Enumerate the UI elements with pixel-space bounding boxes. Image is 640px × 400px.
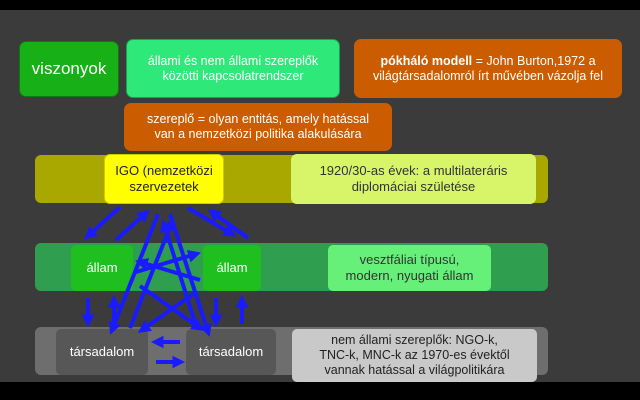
arrow-state-right-to-society-left [137, 290, 198, 333]
spiderweb-model-term: pókháló modell [380, 53, 473, 68]
arrow-state-left-to-igo [114, 209, 150, 242]
arrow-society-left-to-igo [128, 217, 176, 329]
arrow-state-left-to-society-right [138, 284, 205, 331]
nonstate-line-3: vannak hatással a világpolitikára [324, 363, 505, 377]
state-right-label: állam [216, 260, 248, 276]
relationship-line-2: közötti kapcsolatrendszer [162, 68, 304, 83]
nonstate-line-1: nem állami szereplők: NGO-k, [331, 333, 498, 347]
igo-line-2: szervezetek [129, 179, 199, 194]
society-right-label: társadalom [198, 344, 264, 360]
nonstate-actors-box: nem állami szereplők: NGO-k, TNC-k, MNC-… [292, 329, 537, 382]
igo-box: IGO (nemzetközi szervezetek [104, 154, 224, 204]
multilateral-diplomacy-box: 1920/30-as évek: a multilateráris diplom… [291, 154, 536, 204]
westphalian-line-2: modern, nyugati állam [345, 268, 474, 283]
actor-line-1: szereplő = olyan entitás, amely hatással [147, 112, 369, 126]
society-box-left: társadalom [56, 329, 148, 375]
multilateral-line-2: diplomáciai születése [351, 179, 476, 194]
spiderweb-model-box: pókháló modell = John Burton,1972 a vilá… [354, 39, 622, 98]
nonstate-line-2: TNC-k, MNC-k az 1970-es évektől [319, 348, 510, 362]
state-box-right: állam [203, 245, 261, 291]
viszonyok-box: viszonyok [19, 41, 119, 97]
arrow-igo-to-society-right [168, 213, 212, 337]
relationship-line-1: állami és nem állami szereplők [147, 53, 319, 68]
relationship-arrows [81, 205, 250, 369]
actor-line-2: van a nemzetközi politika alakulására [154, 127, 362, 141]
society-left-label: társadalom [69, 344, 135, 360]
spiderweb-line-1-rest: = John Burton,1972 a [472, 53, 596, 68]
spiderweb-line-1: pókháló modell = John Burton,1972 a [380, 54, 595, 69]
arrow-igo-to-state-left [84, 205, 122, 240]
igo-line-1: IGO (nemzetközi [115, 163, 213, 179]
arrow-state-right-to-state-left [135, 258, 201, 282]
westphalian-line-1: vesztfáliai típusú, [359, 252, 460, 268]
actor-definition-box: szereplő = olyan entitás, amely hatással… [124, 103, 392, 151]
relationship-definition-box: állami és nem állami szereplők közötti k… [126, 39, 340, 98]
multilateral-line-1: 1920/30-as évek: a multilateráris [319, 163, 508, 179]
westphalian-state-box: vesztfáliai típusú, modern, nyugati álla… [328, 245, 491, 291]
slide-canvas: viszonyok állami és nem állami szereplők… [0, 10, 640, 382]
arrow-state-right-to-igo [207, 209, 250, 240]
spiderweb-line-2: világtársadalomról írt művében vázolja f… [373, 68, 603, 83]
state-box-left: állam [71, 245, 133, 291]
arrow-igo-to-society-left [108, 213, 160, 335]
state-left-label: állam [86, 260, 118, 276]
viszonyok-label: viszonyok [31, 58, 107, 78]
